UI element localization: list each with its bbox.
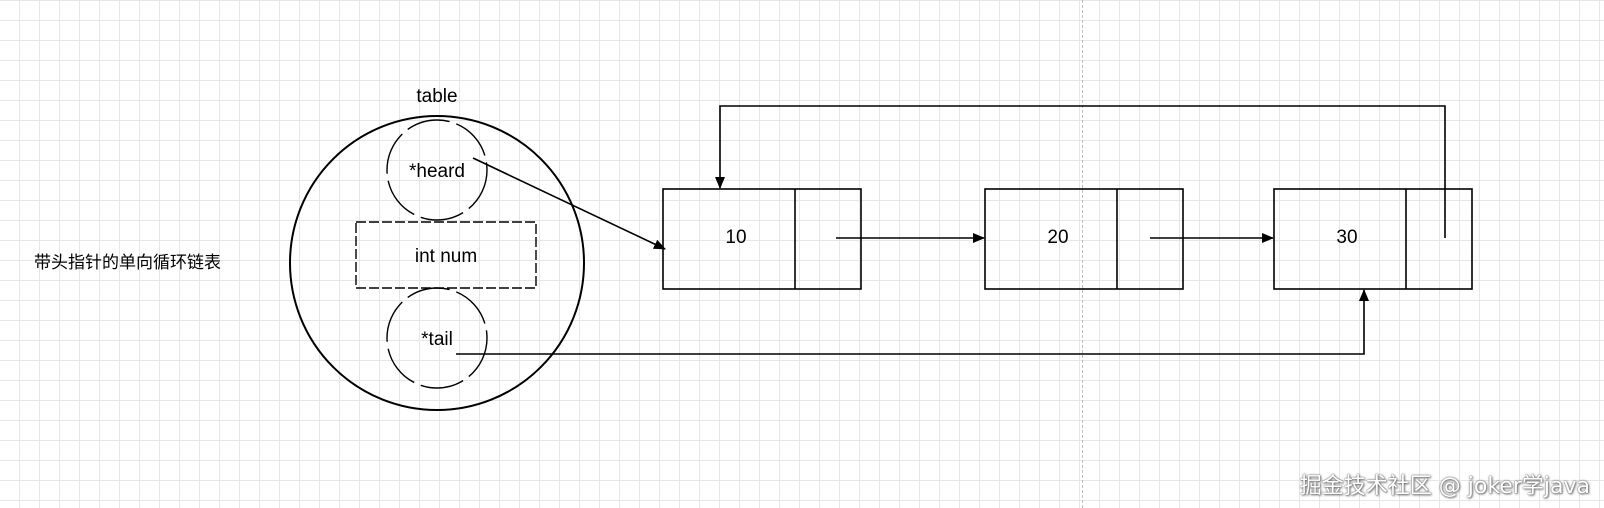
num-field-label: int num (415, 246, 477, 267)
node-2-box (984, 188, 1184, 290)
head-pointer-field (386, 119, 488, 221)
watermark: 掘金技术社区 @ joker学java (1299, 474, 1590, 499)
diagram-caption: 带头指针的单向循环链表 (34, 253, 221, 273)
tail-pointer-label: *tail (421, 329, 453, 350)
head-pointer-label: *heard (409, 161, 465, 182)
page-divider (1082, 0, 1083, 508)
node-1-value: 10 (725, 227, 746, 248)
table-label: table (416, 86, 457, 107)
node-2-value: 20 (1047, 227, 1068, 248)
tail-to-node-3-arrow (456, 289, 1369, 355)
table-struct-circle (289, 115, 585, 411)
node-3-to-node-1-loop-arrow (715, 105, 1446, 238)
node-3-box (1273, 188, 1473, 290)
num-field (355, 221, 537, 289)
node-3-value: 30 (1336, 227, 1357, 248)
head-to-node-1-arrow (472, 157, 666, 250)
tail-pointer-field (386, 287, 488, 389)
node-1-box (662, 188, 862, 290)
